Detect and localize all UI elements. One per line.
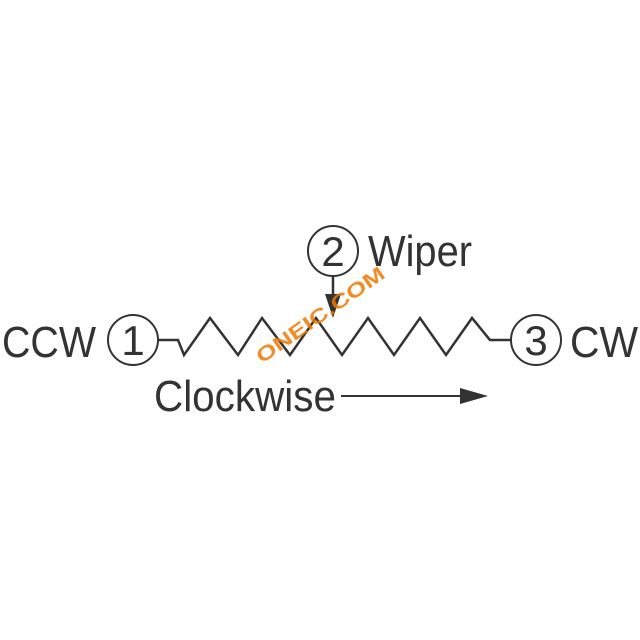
cw-label: CW bbox=[570, 318, 638, 367]
watermark: ONEIC.COM bbox=[252, 263, 389, 368]
clockwise-label: Clockwise bbox=[154, 372, 336, 421]
clockwise-arrowhead bbox=[460, 388, 488, 404]
wiper-arrowhead bbox=[325, 294, 341, 318]
pin-3-circle bbox=[510, 314, 562, 366]
wiper-label: Wiper bbox=[368, 227, 472, 276]
pin-1-number: 1 bbox=[121, 317, 144, 364]
pin-3-number: 3 bbox=[524, 317, 547, 364]
resistor-element bbox=[158, 315, 510, 358]
pin-3-marker: 3 bbox=[510, 314, 562, 366]
wiper-arrow bbox=[325, 276, 341, 318]
pin-2-marker: 2 bbox=[307, 225, 359, 277]
pin-2-number: 2 bbox=[321, 228, 344, 275]
clockwise-arrow bbox=[341, 388, 488, 404]
ccw-label: CCW bbox=[2, 318, 96, 367]
pin-1-marker: 1 bbox=[107, 314, 159, 366]
